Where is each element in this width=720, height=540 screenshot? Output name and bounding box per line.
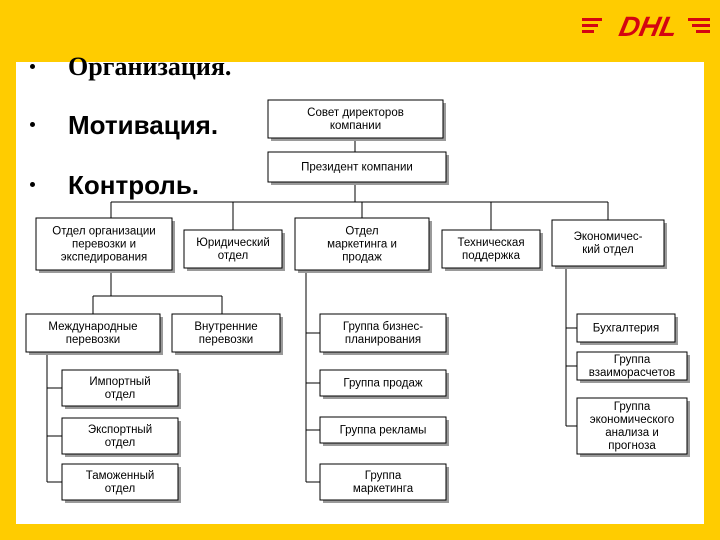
- bullet-text: Организация.: [68, 52, 232, 81]
- org-node-label: прогноза: [608, 440, 656, 452]
- org-node-box: [183, 229, 283, 269]
- org-node-label: Импортный: [89, 376, 150, 388]
- org-node-label: Группа: [614, 401, 651, 413]
- org-node-label: Президент компании: [301, 162, 413, 174]
- bullet-dot-icon: [30, 122, 35, 127]
- org-node-label: продаж: [342, 252, 382, 264]
- org-node-box: [576, 397, 688, 455]
- org-node-label: перевозки и: [72, 239, 136, 251]
- org-node-box: [319, 463, 447, 501]
- org-node-econ: Экономичес-кий отдел: [551, 219, 667, 269]
- org-node-label: перевозки: [66, 334, 120, 346]
- org-node-label: Бухгалтерия: [593, 323, 659, 335]
- org-node-label: Таможенный: [86, 470, 155, 482]
- bullet-text: Мотивация.: [68, 110, 219, 140]
- org-node-box: [171, 313, 281, 353]
- org-node-label: отдел: [105, 483, 135, 495]
- org-node-label: отдел: [218, 250, 248, 262]
- org-node-box: [267, 99, 444, 139]
- org-node-box: [441, 229, 541, 269]
- org-node-box: [61, 417, 179, 455]
- org-node-label: Экспортный: [88, 424, 152, 436]
- org-node-box: [576, 313, 676, 343]
- org-node-label: Группа продаж: [343, 378, 423, 390]
- bullet-text: Контроль.: [68, 170, 200, 200]
- org-node-label: отдел: [105, 437, 135, 449]
- org-node-box: [35, 217, 173, 271]
- org-node-label: Группа: [365, 470, 402, 482]
- org-node-label: компании: [330, 120, 381, 132]
- bullet-dot-icon: [30, 182, 35, 187]
- org-node-label: взаиморасчетов: [589, 367, 675, 379]
- org-node-box: [25, 313, 161, 353]
- org-node-label: маркетинга и: [327, 239, 397, 251]
- org-node-label: отдел: [105, 389, 135, 401]
- org-node-label: экономического: [590, 414, 675, 426]
- org-node-accounting: Бухгалтерия: [576, 313, 678, 345]
- org-node-sales: Группа продаж: [319, 369, 449, 399]
- org-node-label: перевозки: [199, 334, 253, 346]
- org-node-label: анализа и: [605, 427, 659, 439]
- org-node-label: Отдел: [345, 226, 378, 238]
- org-node-box: [319, 313, 447, 353]
- org-node-label: кий отдел: [582, 244, 634, 256]
- org-node-label: Группа: [614, 354, 651, 366]
- org-node-box: [551, 219, 665, 267]
- org-node-label: Группа рекламы: [340, 425, 427, 437]
- org-node-label: поддержка: [462, 250, 521, 262]
- org-node-president: Президент компании: [267, 151, 449, 185]
- org-node-bizplan: Группа бизнес-планирования: [319, 313, 449, 355]
- dhl-logo: DHL: [582, 10, 710, 42]
- bullet-dot-icon: [30, 64, 35, 69]
- org-node-box: [294, 217, 430, 271]
- org-chart-connectors: [46, 138, 609, 483]
- org-node-box: [267, 151, 447, 183]
- org-node-label: Группа бизнес-: [343, 321, 423, 333]
- org-node-box: [61, 369, 179, 407]
- org-node-label: Техническая: [457, 237, 524, 249]
- org-node-box: [576, 351, 688, 381]
- org-node-label: Юридический: [196, 237, 270, 249]
- org-node-ads: Группа рекламы: [319, 416, 449, 446]
- org-node-label: Международные: [48, 321, 137, 333]
- org-node-label: Внутренние: [194, 321, 257, 333]
- org-node-box: [319, 369, 447, 397]
- org-node-box: [319, 416, 447, 444]
- org-node-box: [61, 463, 179, 501]
- org-node-label: Экономичес-: [574, 231, 643, 243]
- org-node-label: маркетинга: [353, 483, 414, 495]
- dhl-logo-text: DHL: [616, 10, 680, 42]
- org-node-label: планирования: [345, 334, 421, 346]
- org-node-label: Совет директоров: [307, 107, 404, 119]
- org-node-label: Отдел организации: [52, 226, 155, 238]
- org-node-label: экспедирования: [61, 252, 147, 264]
